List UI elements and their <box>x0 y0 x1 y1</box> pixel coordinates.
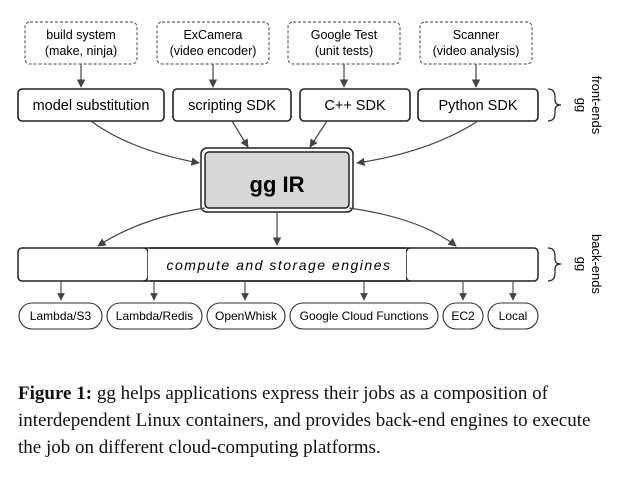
app-box-excamera: ExCamera (video encoder) <box>156 21 270 65</box>
platform-label: OpenWhisk <box>215 309 278 323</box>
backends-label-text: back-ends <box>589 234 604 294</box>
app-desc: (unit tests) <box>315 44 373 58</box>
frontend-cpp-sdk: C++ SDK <box>299 88 411 122</box>
backends-label-gg: gg <box>574 257 589 271</box>
platform-openwhisk: OpenWhisk <box>206 302 286 330</box>
frontends-label-gg: gg <box>574 98 589 112</box>
figure-caption-label: Figure 1: <box>18 383 93 404</box>
architecture-diagram: build system (make, ninja) ExCamera (vid… <box>17 21 604 330</box>
arrow <box>348 207 457 247</box>
frontends-label: gg front-ends <box>574 76 604 135</box>
frontend-python-sdk: Python SDK <box>417 88 539 122</box>
app-name: build system <box>46 28 115 42</box>
frontend-label: scripting SDK <box>188 98 276 114</box>
engines-bar: compute and storage engines <box>17 246 539 283</box>
frontends-brace <box>547 88 562 122</box>
app-desc: (video analysis) <box>433 44 520 58</box>
figure-caption: Figure 1: gg helps applications express … <box>18 380 604 461</box>
platform-label: Lambda/Redis <box>116 309 193 323</box>
platform-label: EC2 <box>451 309 475 323</box>
frontend-model-substitution: model substitution <box>17 88 165 122</box>
engine-divider <box>142 247 149 282</box>
app-box-scanner: Scanner (video analysis) <box>419 21 533 65</box>
engine-divider <box>405 247 412 282</box>
backends-brace <box>547 247 562 282</box>
platform-label: Google Cloud Functions <box>300 309 429 323</box>
arrow <box>231 120 249 148</box>
app-box-google-test: Google Test (unit tests) <box>287 21 401 65</box>
arrow <box>309 120 328 148</box>
gg-ir-label: gg IR <box>250 172 305 197</box>
frontend-scripting-sdk: scripting SDK <box>172 88 292 122</box>
app-name: Scanner <box>453 28 500 42</box>
platform-label: Local <box>499 309 528 323</box>
app-desc: (video encoder) <box>170 44 257 58</box>
app-name: ExCamera <box>183 28 242 42</box>
platform-lambda-redis: Lambda/Redis <box>106 302 203 330</box>
gg-ir-box: gg IR <box>200 147 354 213</box>
backends-label: gg back-ends <box>574 234 604 294</box>
platform-lambda-s3: Lambda/S3 <box>18 302 103 330</box>
arrow <box>97 207 206 247</box>
app-to-frontend-arrows <box>76 64 481 88</box>
frontend-label: model substitution <box>33 98 150 114</box>
frontend-to-ir-arrows <box>90 120 479 167</box>
ir-to-engines-arrows <box>97 207 457 247</box>
app-desc: (make, ninja) <box>45 44 117 58</box>
frontends-label-text: front-ends <box>589 76 604 135</box>
arrow <box>90 120 200 166</box>
app-name: Google Test <box>311 28 378 42</box>
platform-ec2: EC2 <box>442 302 484 330</box>
app-box-build-system: build system (make, ninja) <box>24 21 138 65</box>
frontend-label: Python SDK <box>439 98 518 114</box>
platform-google-cloud-functions: Google Cloud Functions <box>289 302 439 330</box>
platform-label: Lambda/S3 <box>30 309 92 323</box>
frontend-label: C++ SDK <box>324 98 386 114</box>
engines-label: compute and storage engines <box>167 257 392 273</box>
figure-caption-text: gg helps applications express their jobs… <box>18 383 591 458</box>
engine-to-platform-arrows <box>57 281 517 301</box>
platform-local: Local <box>487 302 539 330</box>
arrow <box>356 120 479 167</box>
